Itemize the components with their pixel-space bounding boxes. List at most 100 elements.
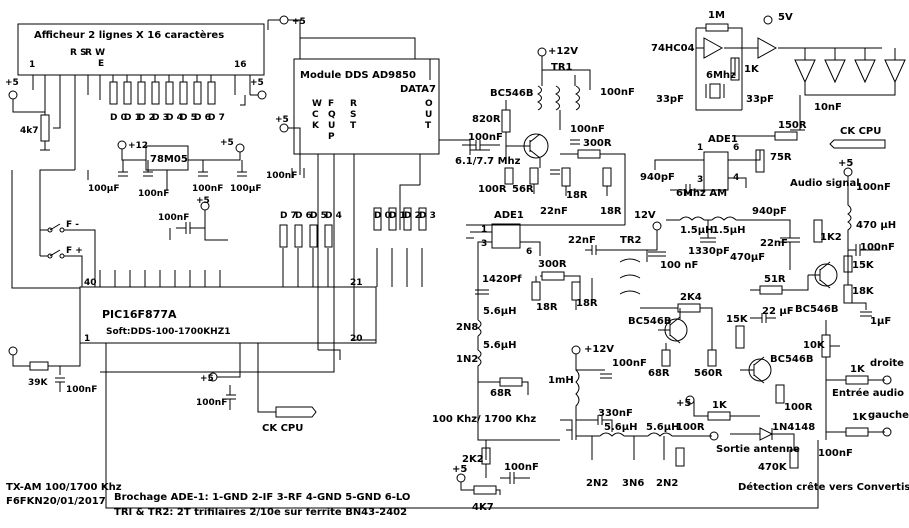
interconnect-wires — [39, 143, 625, 373]
svg-text:6Mhz: 6Mhz — [706, 70, 736, 81]
svg-text:10nF: 10nF — [814, 102, 842, 113]
svg-text:940pF: 940pF — [640, 172, 675, 183]
lcd-label: Afficheur 2 lignes X 16 caractères — [34, 29, 224, 41]
svg-text:470 µH: 470 µH — [856, 220, 896, 231]
svg-text:78M05: 78M05 — [150, 154, 188, 165]
svg-text:+5: +5 — [200, 374, 214, 384]
svg-text:3N6: 3N6 — [622, 478, 644, 489]
svg-text:D 1: D 1 — [124, 113, 141, 123]
antenna-output — [709, 431, 719, 441]
transformer-note: TRI & TR2: 2T trifilaires 2/10e sur ferr… — [114, 507, 407, 518]
svg-text:F -: F - — [66, 220, 79, 230]
svg-text:+5: +5 — [676, 398, 691, 409]
regulator-78m05: 78M05 +12 +5 100µF 100nF 100nF 100µF — [88, 138, 262, 199]
svg-text:100nF: 100nF — [860, 242, 895, 253]
title-line-2: F6FKN20/01/2017 — [6, 496, 106, 507]
contrast-pot — [40, 114, 50, 142]
svg-text:BC546B: BC546B — [490, 88, 533, 99]
svg-text:+5: +5 — [838, 158, 853, 169]
svg-text:CK CPU: CK CPU — [840, 126, 881, 137]
svg-text:C: C — [312, 110, 319, 120]
svg-text:100µF: 100µF — [230, 184, 262, 194]
svg-text:1K: 1K — [712, 400, 728, 411]
svg-text:+5: +5 — [292, 17, 306, 27]
svg-text:51R: 51R — [764, 274, 786, 285]
bias-pot — [473, 485, 497, 495]
svg-text:1330pF: 1330pF — [688, 246, 730, 257]
pic16f877a: PIC16F877A Soft:DDS-100-1700KHZ1 40 21 1… — [8, 170, 819, 509]
svg-text:18K: 18K — [852, 286, 875, 297]
svg-text:100R: 100R — [478, 184, 507, 195]
svg-text:100µF: 100µF — [88, 184, 120, 194]
mixer-ade1-top: ADE1 1 6 3 4 75R 940pF 6Mhz AM — [640, 134, 792, 199]
svg-text:6: 6 — [733, 143, 739, 153]
svg-text:BC546B: BC546B — [795, 304, 838, 315]
svg-text:150R: 150R — [778, 120, 807, 131]
svg-text:R S: R S — [70, 48, 87, 58]
ade-pinout-note: Brochage ADE-1: 1-GND 2-IF 3-RF 4-GND 5-… — [114, 492, 410, 503]
svg-text:TR2: TR2 — [620, 235, 642, 246]
svg-text:R: R — [350, 99, 357, 109]
svg-text:+12: +12 — [128, 141, 148, 151]
svg-text:D 3: D 3 — [152, 113, 169, 123]
svg-text:6: 6 — [526, 247, 532, 257]
svg-text:33pF: 33pF — [656, 94, 684, 105]
svg-text:S: S — [350, 110, 356, 120]
ck-cpu-connector-2 — [829, 139, 886, 149]
svg-text:12V: 12V — [634, 210, 656, 221]
svg-text:18R: 18R — [600, 206, 622, 217]
svg-text:T: T — [350, 121, 357, 131]
svg-text:2N2: 2N2 — [656, 478, 678, 489]
svg-text:15K: 15K — [852, 260, 875, 271]
svg-text:40: 40 — [84, 278, 97, 288]
svg-text:18R: 18R — [536, 302, 558, 313]
svg-text:D 0: D 0 — [374, 211, 391, 221]
svg-text:100nF: 100nF — [570, 124, 605, 135]
svg-text:330nF: 330nF — [598, 408, 633, 419]
svg-text:39K: 39K — [28, 378, 49, 388]
svg-text:6Mhz AM: 6Mhz AM — [676, 188, 727, 199]
svg-text:820R: 820R — [472, 114, 501, 125]
svg-text:K: K — [312, 121, 320, 131]
svg-text:F: F — [328, 99, 334, 109]
ck-cpu-connector — [275, 406, 317, 418]
svg-text:100nF: 100nF — [66, 385, 97, 395]
svg-text:1N4148: 1N4148 — [772, 422, 815, 433]
pic-soft: Soft:DDS-100-1700KHZ1 — [106, 327, 231, 337]
svg-text:Entrée audio: Entrée audio — [832, 387, 904, 399]
svg-text:22nF: 22nF — [760, 238, 788, 249]
svg-text:100 nF: 100 nF — [660, 260, 698, 271]
svg-text:560R: 560R — [694, 368, 723, 379]
svg-text:100nF: 100nF — [138, 189, 169, 199]
svg-text:D 2: D 2 — [404, 211, 421, 221]
svg-text:100nF: 100nF — [196, 398, 227, 408]
svg-text:74HC04: 74HC04 — [651, 43, 695, 54]
svg-text:+12V: +12V — [548, 46, 578, 57]
svg-text:1mH: 1mH — [548, 375, 574, 386]
svg-text:300R: 300R — [538, 259, 567, 270]
diode-1n4148 — [759, 427, 774, 441]
lcd-data-resistors — [109, 75, 216, 105]
svg-text:470µF: 470µF — [730, 252, 765, 263]
svg-text:2N2: 2N2 — [586, 478, 608, 489]
rf-stage-tr1: +12V TR1 100nF BC546B 820R 100nF 6.1/7.7… — [455, 46, 635, 225]
svg-text:56R: 56R — [512, 184, 534, 195]
svg-text:5V: 5V — [778, 12, 793, 23]
audio-stage: Audio signal +5 100nF 470 µH 1K2 100nF 1… — [750, 158, 909, 459]
svg-text:ADE1: ADE1 — [494, 210, 524, 221]
notes: TX-AM 100/1700 Khz F6FKN20/01/2017 Broch… — [6, 482, 410, 518]
svg-text:T: T — [425, 121, 432, 131]
svg-text:18R: 18R — [566, 190, 588, 201]
svg-text:D 2: D 2 — [138, 113, 155, 123]
svg-text:Sortie antenne: Sortie antenne — [716, 444, 800, 455]
svg-text:DATA7: DATA7 — [400, 84, 436, 95]
svg-text:ADE1: ADE1 — [708, 134, 738, 145]
svg-text:1.5µH: 1.5µH — [712, 225, 745, 236]
svg-text:Audio signal: Audio signal — [790, 178, 860, 189]
svg-text:2K4: 2K4 — [680, 292, 702, 303]
svg-text:16: 16 — [234, 60, 247, 70]
plus5-terminal — [8, 90, 18, 100]
svg-text:D 7: D 7 — [280, 211, 297, 221]
svg-text:4k7: 4k7 — [20, 126, 39, 136]
